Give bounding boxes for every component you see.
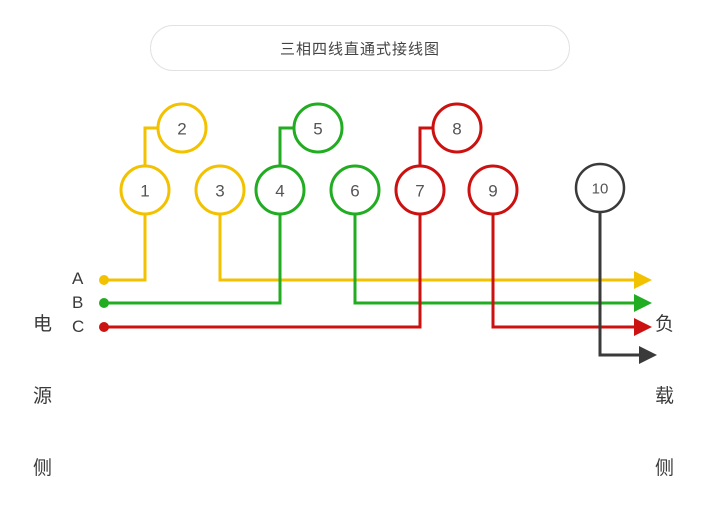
wire-b-t6-to-load — [353, 214, 652, 312]
phase-label-c: C — [72, 317, 85, 336]
terminal-4-circle[interactable] — [254, 164, 306, 216]
source-side-char-2: 侧 — [33, 458, 53, 479]
wire-a-t3-to-load — [218, 214, 652, 289]
terminal-2[interactable]: 2 — [156, 102, 208, 154]
terminal-8-label: 8 — [452, 120, 461, 139]
terminal-6-label: 6 — [350, 182, 359, 201]
terminal-7-label: 7 — [415, 182, 424, 201]
terminal-3[interactable]: 3 — [194, 164, 246, 216]
terminal-5[interactable]: 5 — [292, 102, 344, 154]
phase-label-a: A — [72, 269, 84, 288]
terminal-10[interactable]: 10 — [574, 162, 626, 214]
wire-a-source-to-t1 — [104, 214, 147, 282]
wire-c-t9-to-load — [491, 214, 652, 336]
terminal-1[interactable]: 1 — [119, 164, 171, 216]
terminal-3-circle[interactable] — [194, 164, 246, 216]
terminal-1-label: 1 — [140, 182, 149, 201]
phase-label-b: B — [72, 293, 84, 312]
load-side-char-2: 侧 — [655, 458, 675, 479]
wiring-diagram-root: 三相四线直通式接线图 电 源 侧 A B C 负 载 侧 — [33, 25, 675, 479]
terminal-7[interactable]: 7 — [394, 164, 446, 216]
terminal-7-circle[interactable] — [394, 164, 446, 216]
page-title: 三相四线直通式接线图 — [279, 40, 440, 58]
terminal-6[interactable]: 6 — [329, 164, 381, 216]
wire-n-t10-to-load — [598, 212, 657, 364]
wire-c-source-to-t7 — [104, 214, 422, 329]
terminal-8-circle[interactable] — [431, 102, 483, 154]
terminal-8[interactable]: 8 — [431, 102, 483, 154]
terminal-6-circle[interactable] — [329, 164, 381, 216]
terminal-9[interactable]: 9 — [467, 164, 519, 216]
diagram-title-pill: 三相四线直通式接线图 — [150, 25, 570, 71]
wire-c-jumper-t8-t7 — [418, 126, 433, 166]
terminal-4-label: 4 — [275, 182, 284, 201]
terminal-2-label: 2 — [177, 120, 186, 139]
terminal-3-label: 3 — [215, 182, 224, 201]
terminal-4[interactable]: 4 — [254, 164, 306, 216]
source-side-char-0: 电 — [33, 314, 53, 335]
wire-b-jumper-t5-t4 — [278, 126, 294, 166]
wiring-svg: 1 2 3 4 5 6 7 8 — [99, 102, 657, 364]
terminal-10-circle[interactable] — [574, 162, 626, 214]
load-side-char-0: 负 — [655, 314, 675, 335]
terminal-9-circle[interactable] — [467, 164, 519, 216]
terminal-1-circle[interactable] — [119, 164, 171, 216]
wire-b-source-to-t4 — [104, 214, 282, 305]
terminal-9-label: 9 — [488, 182, 497, 201]
wire-a-jumper-t2-t1 — [143, 126, 158, 166]
terminal-2-circle[interactable] — [156, 102, 208, 154]
terminal-10-label: 10 — [592, 181, 609, 198]
terminal-5-label: 5 — [313, 120, 322, 139]
terminal-5-circle[interactable] — [292, 102, 344, 154]
